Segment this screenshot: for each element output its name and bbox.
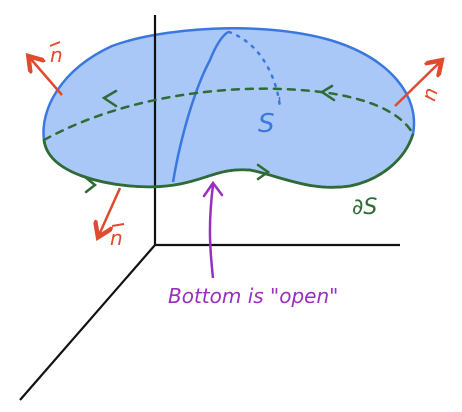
surface-meridian — [171, 30, 229, 183]
normal-arrow-bottom — [99, 187, 122, 235]
boundary-label: ∂S — [352, 195, 377, 220]
rim-arrow-right — [319, 84, 336, 102]
normal-arrow-left — [30, 58, 63, 96]
normal-label-bottom: n — [110, 226, 123, 250]
surface-label: S — [258, 109, 275, 139]
boundary-curve — [42, 133, 415, 189]
caption-bottom-open: Bottom is "open" — [168, 284, 338, 308]
surface-region — [42, 27, 416, 189]
normal-label-left: n — [50, 43, 63, 67]
rim-back-dashed — [42, 87, 415, 142]
normal-label-bottom-vec — [111, 223, 125, 227]
y-axis — [19, 244, 156, 401]
annotation-arrowhead — [202, 180, 224, 198]
normal-label-right: n — [416, 85, 442, 103]
annotation-arrow — [208, 184, 215, 279]
surface-label-prime: ' — [277, 94, 282, 115]
rim-arrow-left — [101, 89, 118, 108]
normal-label-left-vec — [49, 41, 61, 47]
surface-meridian-hidden — [227, 30, 282, 110]
normal-arrow-right — [394, 62, 440, 107]
boundary-arrow-1 — [83, 175, 98, 194]
boundary-arrow-2 — [256, 163, 271, 181]
